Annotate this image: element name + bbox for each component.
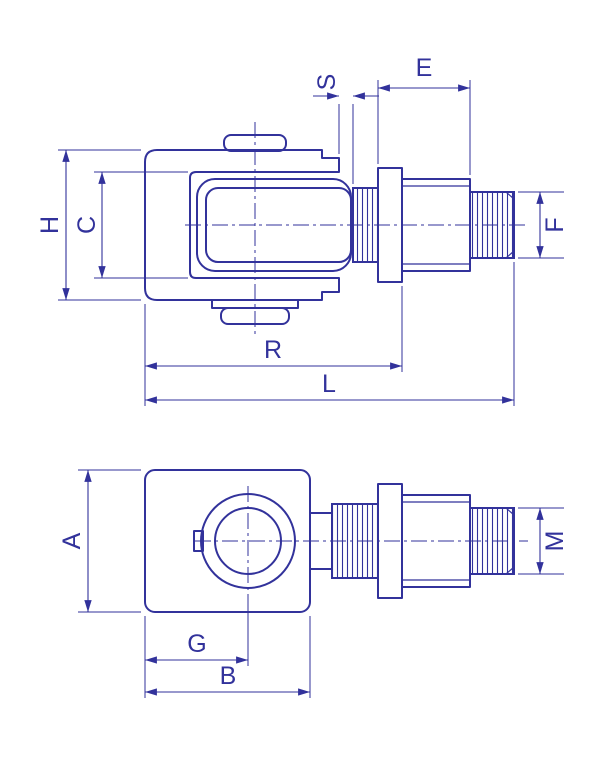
thread-section-left [331,503,379,579]
dimension-e: E [377,54,471,175]
dim-label-g: G [187,630,206,658]
thread-section-right [469,191,515,259]
thread-end-chamfer [505,250,515,259]
thread-end-chamfer [505,191,515,200]
bushing-inner-circle [214,507,282,575]
pivot-pin-nut [220,307,290,325]
dimension-g: G [144,594,249,698]
dimension-a: A [58,469,141,613]
top-view: H C S E F [36,54,569,406]
dim-label-h: H [36,216,64,234]
eye-bolt-assembly [196,167,515,283]
dim-label-a: A [58,532,86,549]
bushing-key-tab [193,530,204,552]
dim-label-f: F [541,217,569,232]
hinge-fork-body [144,134,340,325]
bolt-shaft-assembly [309,483,515,599]
dim-label-l: L [322,370,336,398]
thread-section-right [469,507,515,575]
pivot-pin-head [223,134,287,152]
thread-end-chamfer [505,507,515,516]
bushing-outer-circle [200,493,296,589]
dim-label-m: M [541,531,569,552]
thread-section-left [352,187,379,263]
dim-label-e: E [416,54,433,82]
bottom-view: A M G B [58,469,569,698]
dimension-r: R [144,286,403,406]
dimension-m: M [518,507,569,575]
dimension-f: F [518,191,569,259]
thread-end-chamfer [505,566,515,575]
dim-label-b: B [220,662,237,690]
fork-outline [144,149,340,301]
dimension-c: C [73,171,188,279]
dimension-b: B [145,616,311,698]
dimension-s: S [313,74,379,184]
dimension-h: H [36,149,141,301]
dim-label-r: R [264,336,282,364]
bolt-eye-inner [205,187,352,263]
dim-label-s: S [313,74,341,91]
dimension-l: L [145,262,515,406]
dim-label-c: C [73,216,101,234]
